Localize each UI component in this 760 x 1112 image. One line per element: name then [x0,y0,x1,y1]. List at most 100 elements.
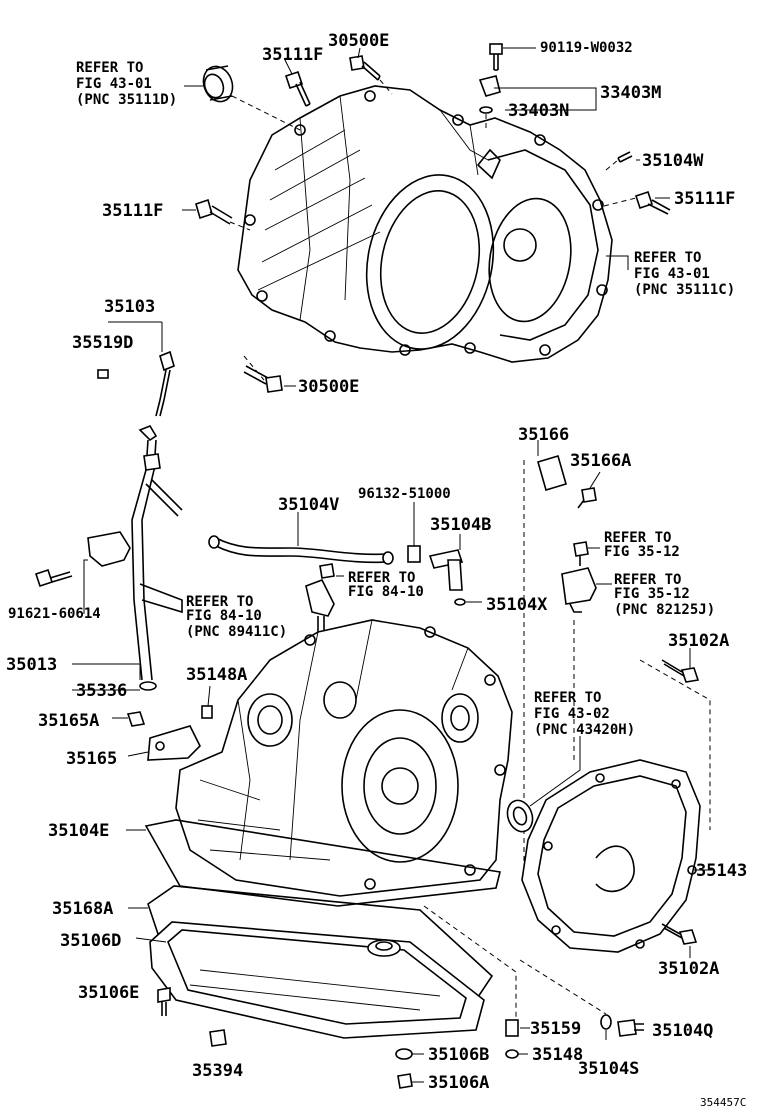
svg-text:FIG 43-01: FIG 43-01 [634,266,710,282]
hose-35104v [208,512,394,565]
oil-seal-43420h [506,736,581,833]
bolt-35106a [397,1073,424,1089]
svg-text:REFER TO: REFER TO [604,530,671,546]
label-35111f-right: 35111F [674,189,735,209]
svg-text:REFER TO: REFER TO [534,690,601,706]
bolt-90119-w0032 [489,43,503,71]
label-33403m: 33403M [600,83,661,103]
label-35104e: 35104E [48,821,109,841]
label-30500e-bottom: 30500E [298,377,359,397]
bolt-30500e-bottom [243,365,283,393]
bolt-35111f-right [634,190,671,215]
label-90119-w0032: 90119-W0032 [540,40,633,56]
oil-seal-35111d [202,65,234,103]
svg-text:FIG 84-10: FIG 84-10 [186,608,262,624]
label-35104b: 35104B [430,515,491,535]
label-35106b: 35106B [428,1045,489,1065]
clip-35519d [97,369,109,379]
label-35159: 35159 [530,1019,581,1039]
label-35165a: 35165A [38,711,99,731]
label-35106d: 35106D [60,931,121,951]
label-35106a: 35106A [428,1073,489,1093]
speed-sensor-84-10 [305,563,335,634]
label-35148a: 35148A [186,665,247,685]
refer-note-fig-43-02-43420h: REFER TO FIG 43-02 (PNC 43420H) [534,690,635,738]
fitting-96132-51000 [407,502,421,563]
label-35111f-top: 35111F [262,45,323,65]
refer-note-fig-43-01-35111d: REFER TO FIG 43-01 (PNC 35111D) [76,60,204,108]
refer-note-fig-35-12-82125j: REFER TO FIG 35-12 (PNC 82125J) [614,572,715,618]
svg-text:REFER TO: REFER TO [634,250,701,266]
label-35104s: 35104S [578,1059,639,1079]
oil-pan-35106d [135,921,485,1039]
refer-note-fig-84-10-89411c: REFER TO FIG 84-10 (PNC 89411C) [181,594,287,640]
label-35165: 35165 [66,749,117,769]
svg-text:(PNC 82125J): (PNC 82125J) [614,602,715,618]
label-35519d: 35519D [72,333,133,353]
label-35106e: 35106E [78,983,139,1003]
svg-text:REFER TO: REFER TO [76,60,143,76]
label-91621-60614: 91621-60614 [8,606,101,622]
transaxle-housing-drawing [237,85,613,363]
svg-text:FIG 43-02: FIG 43-02 [534,706,610,722]
label-96132-51000: 96132-51000 [358,486,451,502]
drain-plug-35106e [157,987,171,1016]
svg-text:REFER TO: REFER TO [614,572,681,588]
svg-text:FIG 35-12: FIG 35-12 [614,586,690,602]
label-35111f-left: 35111F [102,201,163,221]
o-ring-35104x [454,598,466,606]
label-35104x: 35104X [486,595,548,615]
plug-35148a [201,685,213,719]
plug-35394 [209,1029,227,1047]
label-35394: 35394 [192,1061,243,1081]
bolt-35102a-top [661,648,700,683]
label-35104v: 35104V [278,495,339,515]
sensor-35166 [537,440,567,491]
breather-plug-33403m [478,75,501,114]
label-35168a: 35168A [52,899,113,919]
refer-note-fig-84-10-a: REFER TO FIG 84-10 [348,570,424,600]
svg-text:FIG 43-01: FIG 43-01 [76,76,152,92]
svg-text:FIG 35-12: FIG 35-12 [604,544,680,560]
bolt-35111f-top [284,70,311,107]
bracket-35165 [127,725,201,761]
o-ring-35148 [505,1049,519,1059]
refer-note-fig-35-12-a: REFER TO FIG 35-12 [604,530,680,560]
refer-note-fig-43-01-35111c: REFER TO FIG 43-01 (PNC 35111C) [634,250,735,298]
transaxle-side-cover-35143 [521,759,712,953]
label-35102a-top: 35102A [668,631,729,651]
svg-text:(PNC 89411C): (PNC 89411C) [186,624,287,640]
label-33403n: 33403N [508,101,569,121]
bolt-35165a [112,711,146,727]
svg-text:(PNC 35111C): (PNC 35111C) [634,282,735,298]
gasket-35106b [395,1048,413,1060]
label-35166a: 35166A [570,451,631,471]
bolt-91621-60614 [34,568,73,588]
svg-text:(PNC 35111D): (PNC 35111D) [76,92,177,108]
label-35143: 35143 [696,861,747,881]
bolt-refer-35-12 [573,541,600,566]
label-35166: 35166 [518,425,569,445]
pin-35104w [617,151,633,163]
svg-text:REFER TO: REFER TO [348,570,415,586]
sensor-82125j [561,567,612,613]
label-35148: 35148 [532,1045,583,1065]
o-ring-35104s [600,1014,612,1030]
bolt-35102a-bottom [661,923,698,958]
union-35104b [428,534,464,591]
bolt-35111f-left [195,198,233,225]
label-35336: 35336 [76,681,127,701]
filter-35159 [505,1019,530,1037]
label-30500e-top: 30500E [328,31,389,51]
bolt-30500e-top [349,55,381,81]
label-35104q: 35104Q [652,1021,713,1041]
figure-id: 354457C [700,1096,746,1109]
label-35104w: 35104W [642,151,704,171]
oil-dipstick-35103 [108,321,175,417]
transaxle-case-drawing [175,619,513,897]
label-35103: 35103 [104,297,155,317]
svg-text:(PNC 43420H): (PNC 43420H) [534,722,635,738]
svg-text:REFER TO: REFER TO [186,594,253,610]
bolt-35166a [577,471,601,509]
